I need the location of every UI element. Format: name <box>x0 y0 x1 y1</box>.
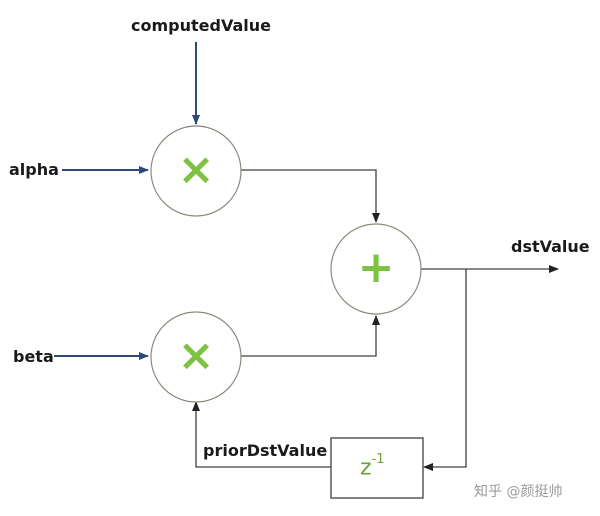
multiplier-node-alpha <box>150 125 242 217</box>
delay-label: z-1 <box>360 453 385 481</box>
add-symbol: + <box>357 242 395 293</box>
feedback-to-delay-line <box>423 269 467 471</box>
prior-dst-value-label: priorDstValue <box>203 441 328 460</box>
multiplier-node-beta <box>150 311 242 403</box>
beta-label: beta <box>13 347 54 366</box>
delay-exponent: -1 <box>371 452 385 467</box>
multiply-symbol-alpha: × <box>177 144 215 195</box>
computed-value-label: computedValue <box>131 16 271 35</box>
multiply-symbol-beta: × <box>177 330 215 381</box>
mult2-to-adder-line <box>240 315 380 357</box>
delay-to-mult2-line <box>192 401 331 468</box>
dst-value-label: dstValue <box>511 237 590 256</box>
watermark: 知乎 @颜挺帅 <box>474 484 563 500</box>
adder-node <box>330 223 422 315</box>
delay-block <box>330 437 424 499</box>
delay-base: z <box>360 455 372 481</box>
alpha-label: alpha <box>9 160 59 179</box>
mult1-to-adder-line <box>240 169 380 223</box>
